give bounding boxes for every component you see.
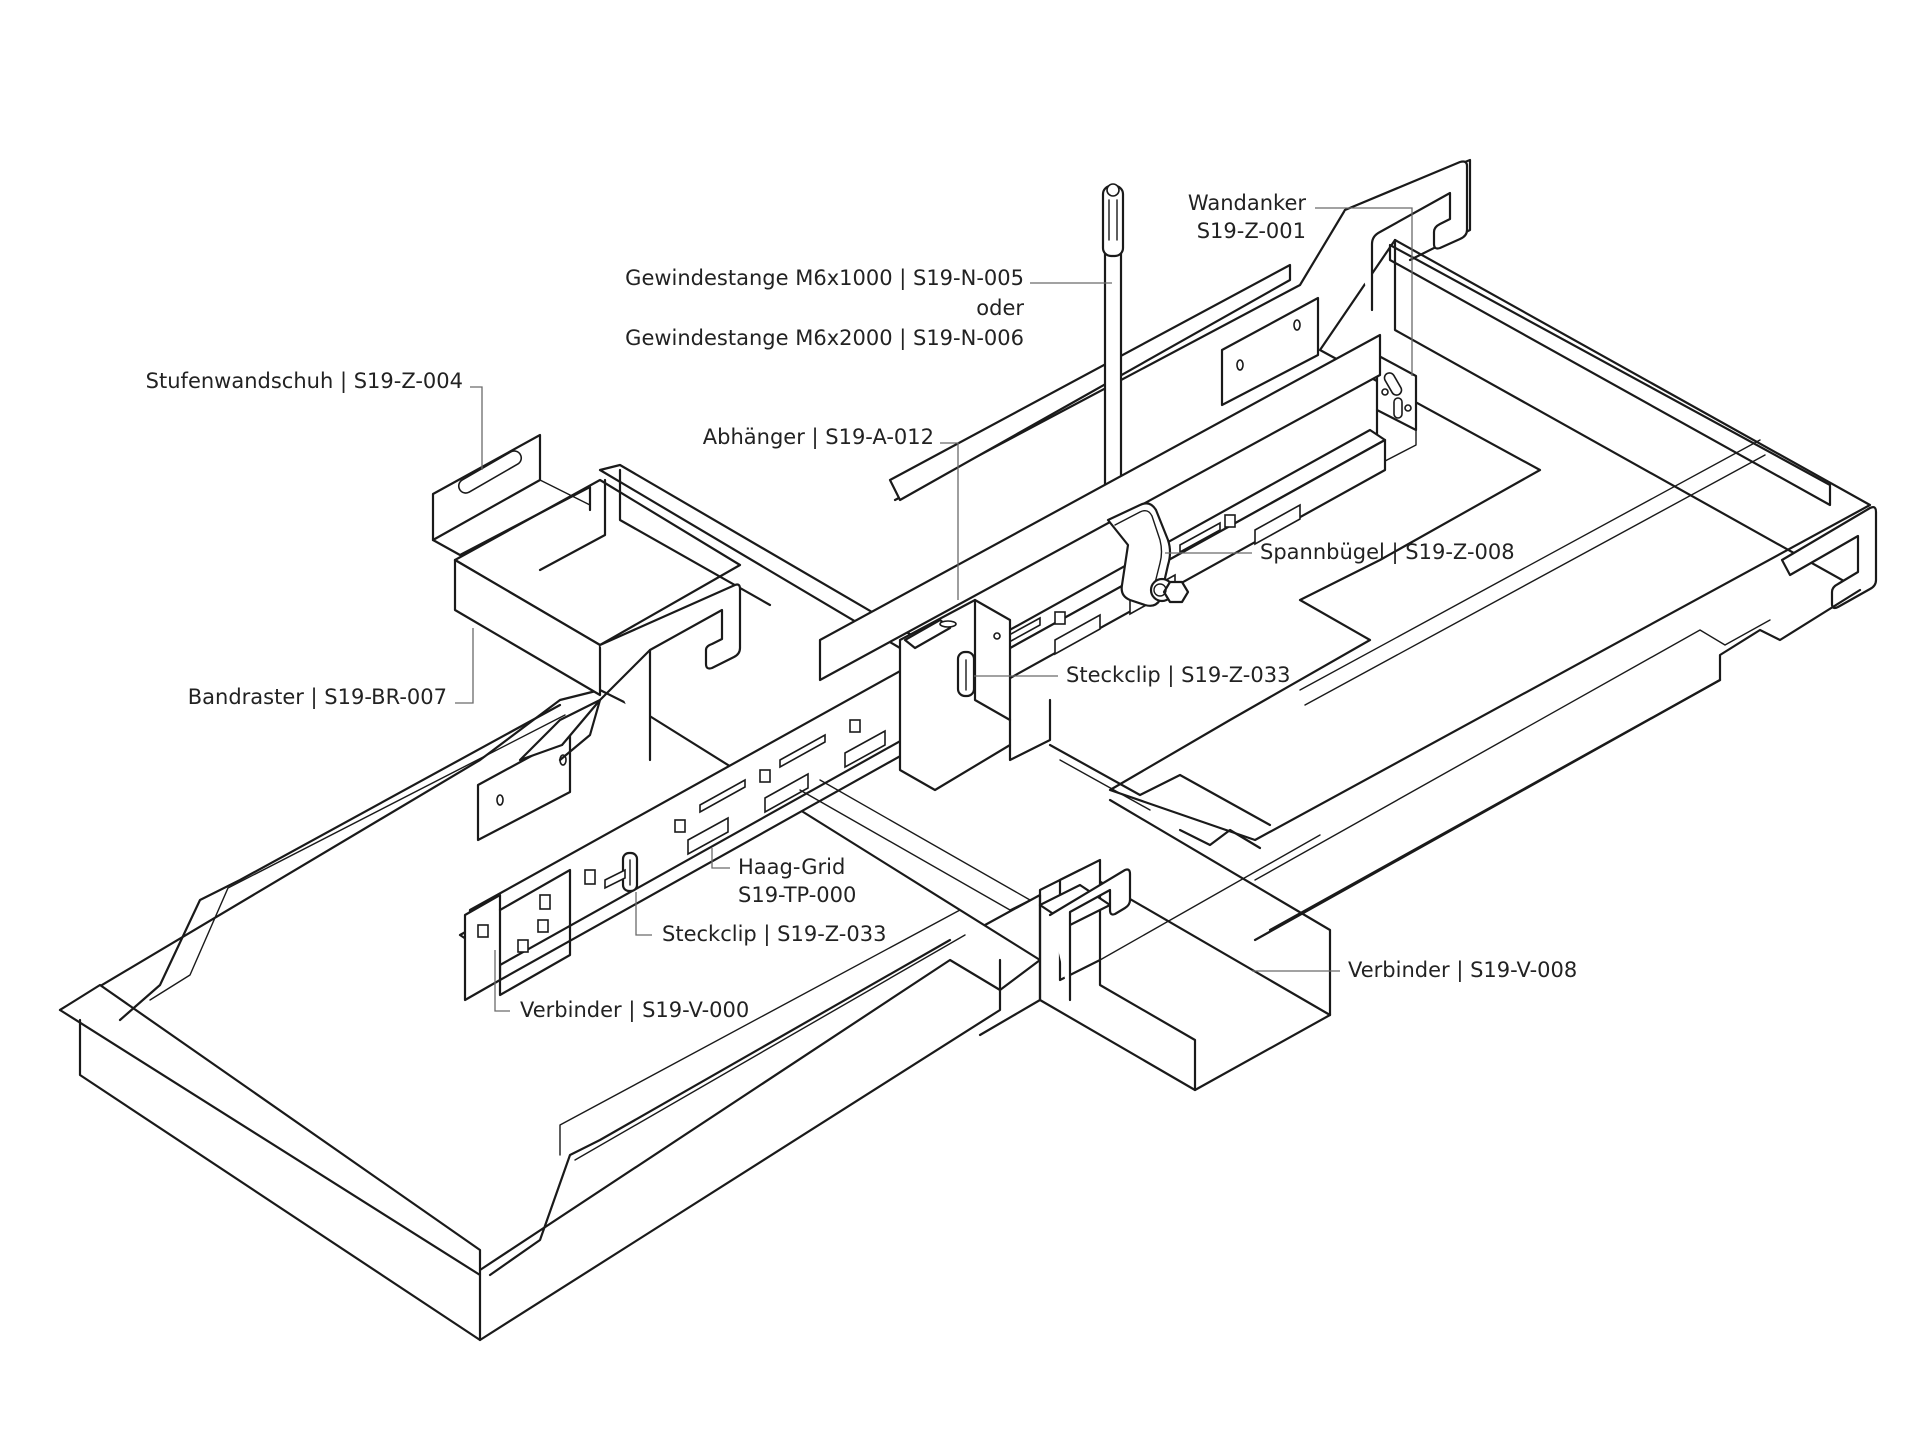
leader-bandraster xyxy=(455,628,474,704)
threaded-rod xyxy=(1101,183,1125,522)
label-steckclip-upper: Steckclip | S19-Z-033 xyxy=(1066,663,1290,688)
stufenwandschuh xyxy=(431,433,592,557)
cross-members xyxy=(799,743,1272,911)
label-steckclip-lower: Steckclip | S19-Z-033 xyxy=(662,922,886,947)
label-abhaenger: Abhänger | S19-A-012 xyxy=(703,425,934,450)
wandanker-hook-plate xyxy=(1343,160,1469,312)
label-stufenwandschuh: Stufenwandschuh | S19-Z-004 xyxy=(146,369,463,394)
label-bandraster: Bandraster | S19-BR-007 xyxy=(188,685,447,710)
steckclip-lower xyxy=(604,851,639,893)
leader-stufenwandschuh xyxy=(470,386,483,470)
verbinder-v008 xyxy=(978,798,1332,1092)
label-haag-grid-name: Haag-Grid xyxy=(738,855,845,879)
label-wandanker-name: Wandanker xyxy=(1188,191,1306,215)
leader-lines xyxy=(455,207,1413,1012)
label-gewindestange-1: Gewindestange M6x1000 | S19-N-005 xyxy=(625,266,1024,291)
bandraster-panel-right xyxy=(888,158,1878,942)
leader-wandanker xyxy=(1315,207,1413,376)
label-haag-grid-code: S19-TP-000 xyxy=(738,883,856,907)
label-gewindestange-or: oder xyxy=(976,296,1024,320)
leader-steckclip-lower xyxy=(635,892,652,936)
leader-verbinder-v000 xyxy=(494,950,510,1012)
label-wandanker-code: S19-Z-001 xyxy=(1197,219,1306,243)
label-verbinder-v008: Verbinder | S19-V-008 xyxy=(1348,958,1577,983)
spannbuegel xyxy=(1106,502,1190,607)
label-verbinder-v000: Verbinder | S19-V-000 xyxy=(520,998,749,1023)
leader-haag-grid xyxy=(711,848,730,869)
leader-abhaenger xyxy=(940,442,959,600)
label-spannbuegel: Spannbügel | S19-Z-008 xyxy=(1260,540,1515,565)
abhaenger xyxy=(898,598,1052,792)
label-gewindestange-2: Gewindestange M6x2000 | S19-N-006 xyxy=(625,326,1024,351)
small-tray-back-left xyxy=(453,463,922,762)
bandraster-panel-left xyxy=(58,688,1042,1342)
labels: Wandanker S19-Z-001 Gewindestange M6x100… xyxy=(146,191,1578,1023)
